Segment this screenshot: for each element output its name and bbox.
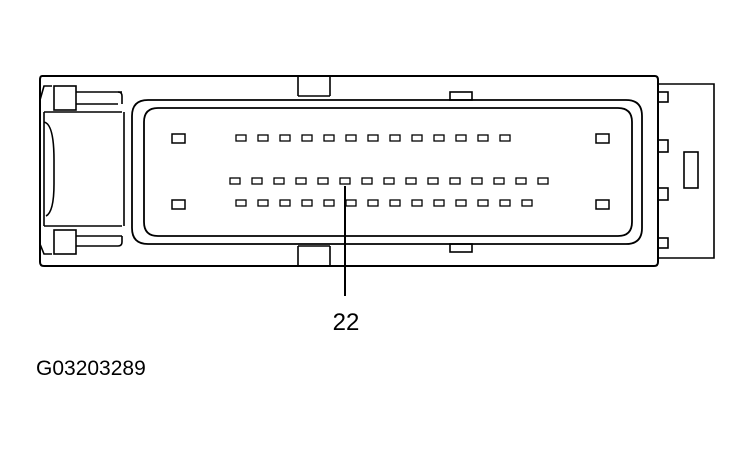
terminal-pin-row2-6 [339, 177, 351, 185]
terminal-pin-row1-8 [389, 134, 401, 142]
terminal-pin-row2-14 [515, 177, 527, 185]
guide-posts [171, 133, 610, 210]
terminal-pin-row1-4 [301, 134, 313, 142]
terminal-pin-row1-3 [279, 134, 291, 142]
terminal-pin-row3-2 [257, 199, 269, 207]
terminal-pin-row2-1 [229, 177, 241, 185]
terminal-pin-row1-12 [477, 134, 489, 142]
terminal-pin-row3-10 [433, 199, 445, 207]
terminal-pin-row1-9 [411, 134, 423, 142]
terminal-cavity-frame [131, 99, 643, 245]
pin-callout-label: 22 [333, 309, 360, 336]
terminal-pin-row2-13 [493, 177, 505, 185]
terminal-pin-row3-7 [367, 199, 379, 207]
terminal-pin-row3-1 [235, 199, 247, 207]
terminal-pins [229, 134, 549, 207]
terminal-pin-row3-6 [345, 199, 357, 207]
terminal-pin-row3-4 [301, 199, 313, 207]
terminal-pin-row2-15 [537, 177, 549, 185]
terminal-pin-row2-2 [251, 177, 263, 185]
terminal-pin-row3-8 [389, 199, 401, 207]
terminal-pin-row2-7 [361, 177, 373, 185]
terminal-pin-row3-11 [455, 199, 467, 207]
terminal-pin-row2-9 [405, 177, 417, 185]
terminal-pin-row2-11 [449, 177, 461, 185]
terminal-pin-row3-9 [411, 199, 423, 207]
terminal-pin-row3-5 [323, 199, 335, 207]
terminal-pin-row1-7 [367, 134, 379, 142]
right-locking-tab [657, 83, 715, 259]
terminal-pin-row3-12 [477, 199, 489, 207]
terminal-pin-row2-10 [427, 177, 439, 185]
terminal-pin-row1-10 [433, 134, 445, 142]
terminal-pin-row2-5 [317, 177, 329, 185]
terminal-pin-row3-14 [521, 199, 533, 207]
terminal-pin-row1-6 [345, 134, 357, 142]
figure-code: G03203289 [36, 357, 146, 380]
terminal-pin-row1-2 [257, 134, 269, 142]
terminal-pin-row2-12 [471, 177, 483, 185]
terminal-pin-row1-1 [235, 134, 247, 142]
left-latch [39, 85, 125, 255]
terminal-pin-row2-4 [295, 177, 307, 185]
terminal-pin-row2-3 [273, 177, 285, 185]
terminal-pin-row3-3 [279, 199, 291, 207]
terminal-pin-row1-13 [499, 134, 511, 142]
connector-housing [39, 75, 659, 267]
terminal-pin-row1-5 [323, 134, 335, 142]
terminal-pin-row1-11 [455, 134, 467, 142]
terminal-pin-row2-8 [383, 177, 395, 185]
housing-ribs [297, 76, 473, 266]
terminal-pin-row3-13 [499, 199, 511, 207]
